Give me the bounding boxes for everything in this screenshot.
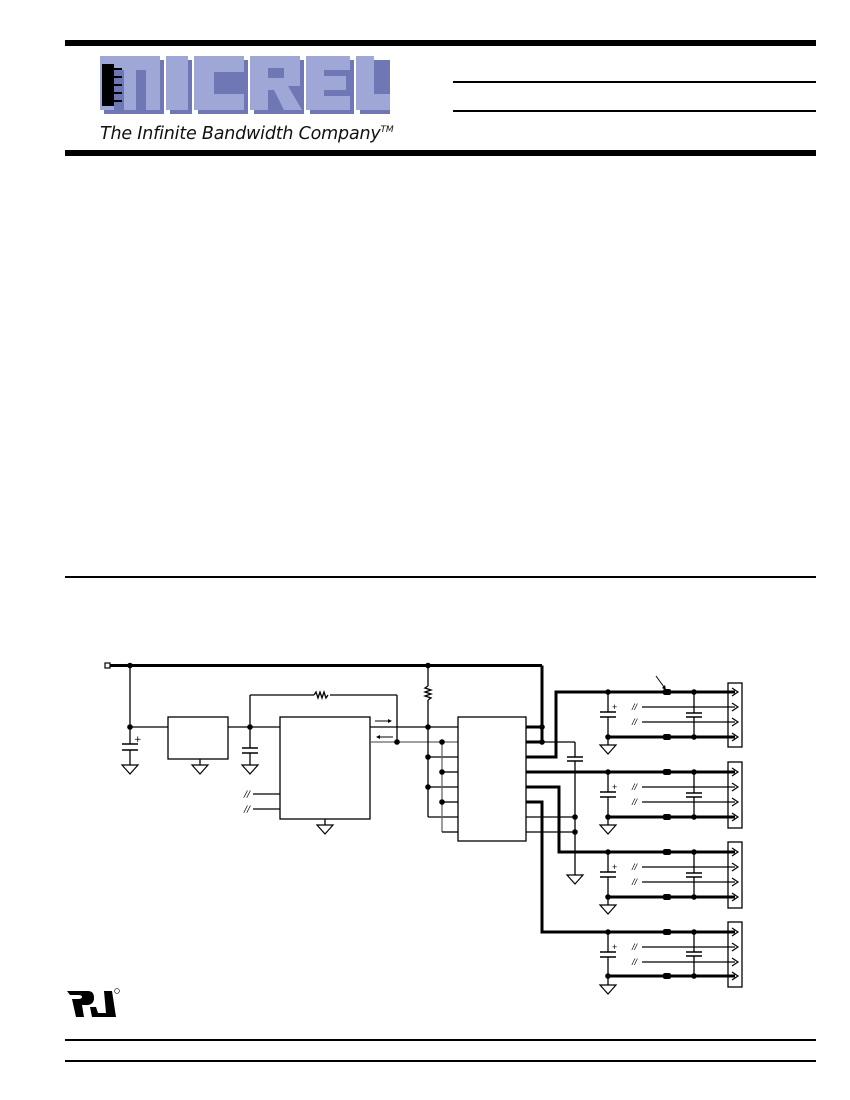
svg-text://: // — [631, 782, 639, 792]
application-schematic: + // // — [104, 662, 743, 995]
ul-recognized-logo — [66, 987, 122, 1023]
svg-text://: // — [631, 877, 639, 887]
tagline-text: The Infinite Bandwidth Company — [100, 124, 381, 144]
svg-text://: // — [243, 790, 251, 800]
svg-text:+: + — [612, 782, 617, 792]
power-switch-block — [457, 716, 527, 842]
svg-text://: // — [631, 942, 639, 952]
micrel-wordmark-icon — [100, 56, 390, 114]
svg-text://: // — [631, 862, 639, 872]
section-separator — [65, 576, 816, 578]
title-line-1 — [453, 56, 816, 78]
logo-tagline: The Infinite Bandwidth CompanyTM — [100, 124, 394, 144]
svg-text://: // — [243, 805, 251, 815]
output-channel-2: + // // — [599, 761, 743, 835]
regulator-block — [167, 716, 229, 760]
svg-text://: // — [631, 717, 639, 727]
controller-block — [279, 716, 371, 820]
svg-text://: // — [631, 957, 639, 967]
output-channel-1: + // // — [599, 675, 743, 755]
svg-text://: // — [631, 702, 639, 712]
trademark-mark: TM — [380, 125, 394, 135]
output-channel-4: + // // — [599, 921, 743, 995]
title-rule-2 — [453, 110, 816, 112]
svg-text://: // — [631, 797, 639, 807]
footer-page-info — [65, 1042, 816, 1058]
svg-text:+: + — [134, 735, 142, 745]
footer-rule-bottom — [65, 1060, 816, 1062]
svg-text:+: + — [612, 942, 617, 952]
title-rule-1 — [453, 81, 816, 83]
title-line-2 — [453, 86, 816, 108]
svg-text:+: + — [612, 862, 617, 872]
body-content — [65, 165, 816, 565]
footer-rule-top — [65, 1039, 816, 1041]
micrel-logo — [98, 56, 393, 151]
input-terminal-icon — [104, 662, 111, 669]
header-bottom-rule — [65, 150, 816, 156]
svg-text:+: + — [612, 702, 617, 712]
ul-mark-icon — [67, 988, 120, 1017]
output-channel-3: + // // — [599, 841, 743, 915]
figure-caption — [65, 600, 816, 620]
header-top-rule — [65, 40, 816, 46]
